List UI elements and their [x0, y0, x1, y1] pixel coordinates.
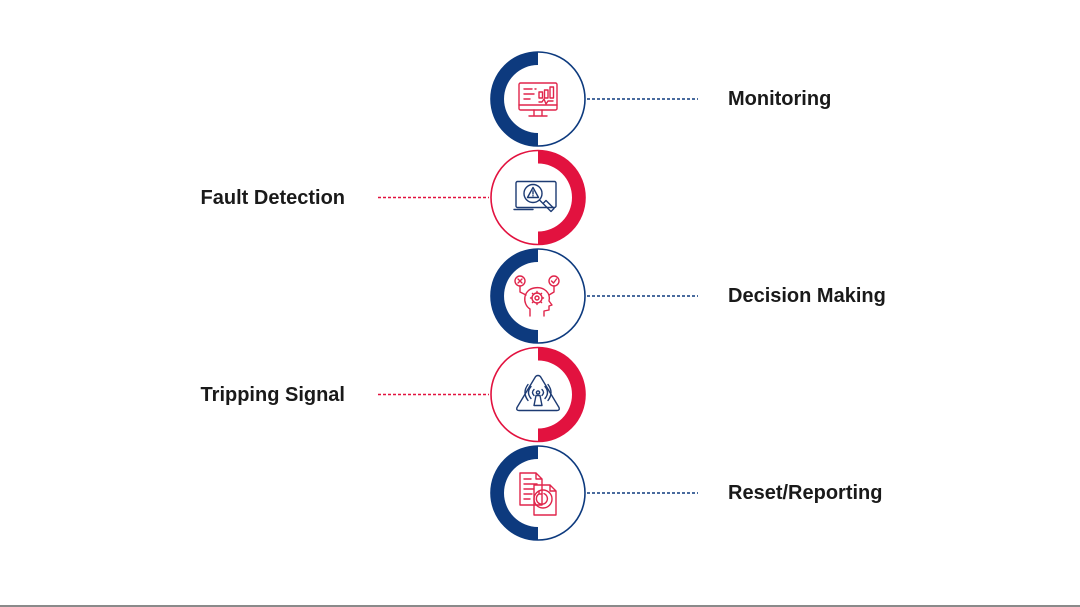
node-accent-arc: [538, 150, 585, 245]
step-node-2: [378, 149, 586, 246]
monitor-analytics-icon: [518, 82, 558, 117]
node-accent-arc: [491, 52, 538, 146]
node-accent-arc: [538, 347, 585, 442]
step-node-3: [490, 248, 698, 344]
node-accent-arc: [491, 249, 538, 343]
decision-head-gear-icon: [514, 275, 560, 317]
fault-search-icon: [513, 180, 557, 213]
report-reset-icon: [519, 472, 557, 516]
step-label-4: Tripping Signal: [200, 383, 345, 406]
step-node-5: [490, 445, 698, 541]
step-label-2: Fault Detection: [200, 186, 345, 209]
step-label-5: Reset/Reporting: [728, 482, 883, 504]
step-node-4: [378, 346, 586, 443]
step-label-1: Monitoring: [728, 88, 832, 110]
node-accent-arc: [491, 446, 538, 540]
step-node-1: [490, 51, 698, 147]
bottom-divider: [0, 605, 1080, 607]
warning-signal-icon: [516, 374, 560, 412]
step-label-3: Decision Making: [728, 285, 886, 307]
